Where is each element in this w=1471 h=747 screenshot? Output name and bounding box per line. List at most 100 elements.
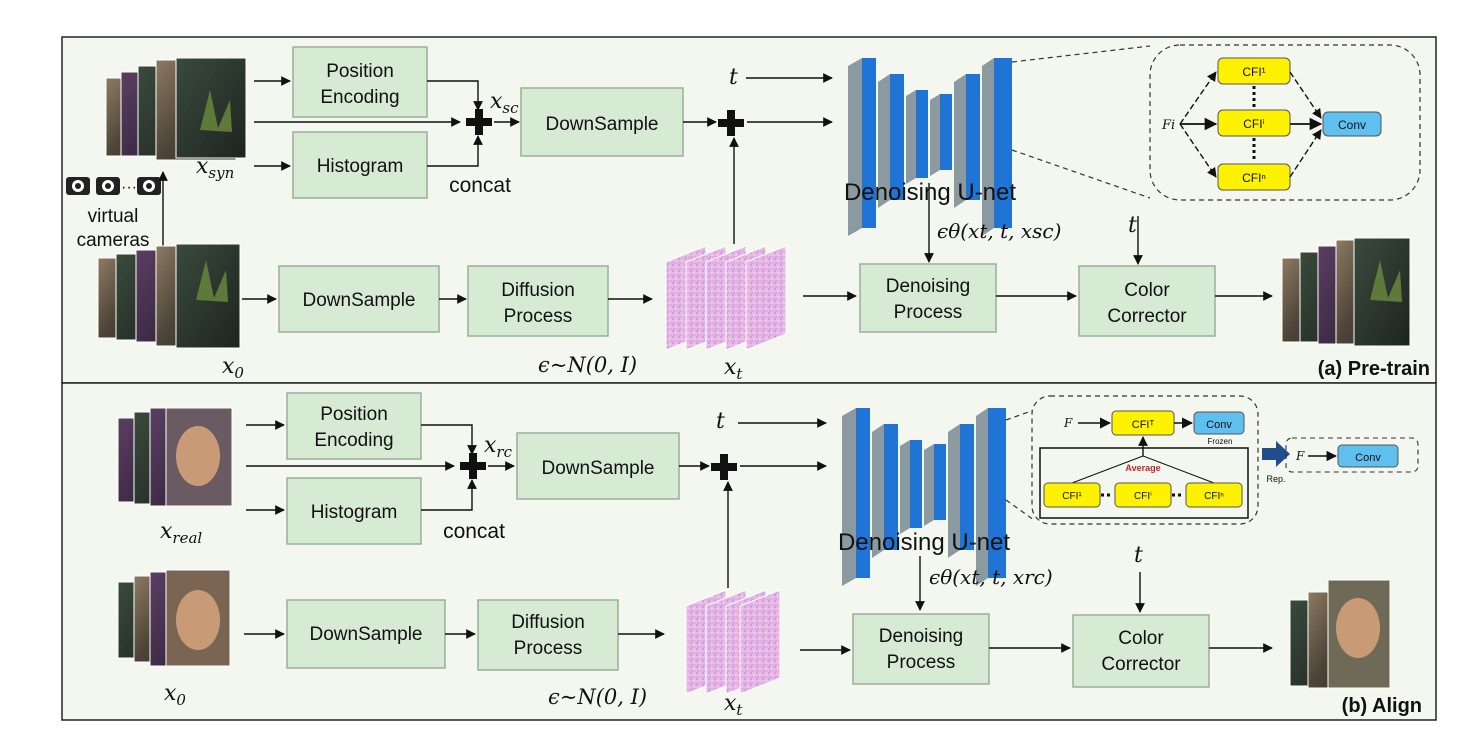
fi-label: Fi bbox=[1161, 118, 1175, 133]
align-panel-label: (b) Align bbox=[1342, 695, 1422, 717]
xt-sub: t bbox=[736, 365, 743, 383]
rep-conv-box bbox=[1337, 444, 1399, 468]
align-concat-label: concat bbox=[443, 520, 505, 543]
conv-label: Conv bbox=[1338, 118, 1366, 132]
camera-icon bbox=[66, 177, 90, 195]
synthetic-image-stack bbox=[105, 57, 247, 161]
rep-f-label: F bbox=[1295, 449, 1305, 463]
add-plus-icon bbox=[718, 110, 744, 136]
diffusion-line1: Diffusion bbox=[501, 280, 575, 301]
denoising-line1: Denoising bbox=[886, 276, 971, 297]
align-color-line2: Corrector bbox=[1101, 654, 1181, 675]
add-plus-icon-align bbox=[711, 454, 737, 480]
svg-text:x0: x0 bbox=[222, 354, 244, 382]
x-syn-sub: syn bbox=[208, 164, 234, 182]
align-xt-sub: t bbox=[736, 701, 743, 719]
conv-box-frozen bbox=[1193, 411, 1245, 435]
svg-text:xsyn: xsyn bbox=[196, 154, 234, 182]
align-noisy-stack bbox=[685, 589, 781, 695]
pretrain-panel: ··· virtual cameras xsyn Position Encodi… bbox=[61, 36, 1437, 384]
cfi1-box bbox=[1217, 57, 1291, 85]
concat-plus-icon-align bbox=[460, 453, 486, 479]
align-output-stack bbox=[1289, 579, 1391, 689]
epsilon-theta-label: ϵθ(xt, t, xsc) bbox=[937, 219, 1061, 243]
align-diffusion-box bbox=[477, 599, 619, 671]
align-cfii-box bbox=[1114, 482, 1172, 508]
align-epsilon-theta: ϵθ(xt, t, xrc) bbox=[929, 565, 1053, 589]
denoising-line2: Process bbox=[894, 302, 963, 323]
svg-text:xsc: xsc bbox=[490, 89, 519, 117]
align-cfi1-box bbox=[1043, 482, 1101, 508]
rep-conv-label: Conv bbox=[1355, 452, 1381, 464]
align-denoising-box bbox=[852, 613, 990, 685]
x0-sub: 0 bbox=[234, 364, 244, 382]
align-position-line2: Encoding bbox=[314, 430, 393, 451]
downsample-top-label: DownSample bbox=[546, 114, 659, 135]
align-t-label-2: t bbox=[1134, 543, 1143, 568]
color-corrector-line1: Color bbox=[1124, 280, 1170, 301]
conv-box bbox=[1322, 111, 1382, 137]
camera-icon bbox=[96, 177, 120, 195]
position-encoding-line1: Position bbox=[326, 61, 394, 82]
svg-text:xreal: xreal bbox=[160, 519, 202, 547]
align-xt-label: x bbox=[724, 691, 737, 716]
align-downsample-top: DownSample bbox=[542, 458, 655, 479]
diffusion-process-box bbox=[467, 265, 609, 337]
epsilon-noise-label: ϵ∼N(0, I) bbox=[538, 353, 637, 377]
real-image-stack bbox=[117, 407, 233, 507]
align-cfin-box bbox=[1185, 482, 1243, 508]
histogram-box-align bbox=[286, 477, 422, 545]
align-diffusion-line2: Process bbox=[514, 638, 583, 659]
align-diffusion-line1: Diffusion bbox=[511, 612, 585, 633]
downsample-box-top-align bbox=[516, 432, 680, 500]
x-syn-label: x bbox=[196, 154, 209, 179]
t-label-2: t bbox=[1128, 213, 1137, 238]
rep-arrow-icon bbox=[1262, 441, 1290, 467]
align-cfi1-label: CFI¹ bbox=[1062, 491, 1082, 502]
align-position-line1: Position bbox=[320, 404, 388, 425]
t-label-1: t bbox=[729, 65, 738, 90]
x-rc-sub: rc bbox=[496, 443, 512, 461]
align-downsample-bottom: DownSample bbox=[310, 624, 423, 645]
concat-label: concat bbox=[449, 174, 511, 197]
align-denoising-line1: Denoising bbox=[879, 626, 964, 647]
align-t-label-1: t bbox=[716, 409, 725, 434]
svg-text:xt: xt bbox=[724, 355, 743, 383]
align-denoising-line2: Process bbox=[887, 652, 956, 673]
x0-label: x bbox=[222, 354, 235, 379]
unet-label-align: Denoising U-net bbox=[838, 529, 1010, 556]
inset-f-label: F bbox=[1063, 416, 1073, 430]
camera-dots: ··· bbox=[121, 179, 137, 196]
virtual-cameras-line1: virtual bbox=[88, 206, 139, 227]
position-encoding-box-align bbox=[286, 392, 422, 460]
align-x0-sub: 0 bbox=[176, 691, 186, 709]
diffusion-line2: Process bbox=[504, 306, 573, 327]
virtual-camera-icons: ··· bbox=[66, 177, 161, 196]
cfii-label: CFIⁱ bbox=[1243, 117, 1264, 131]
histogram-label: Histogram bbox=[317, 156, 404, 177]
color-corrector-box bbox=[1078, 265, 1216, 337]
cfin-label: CFIⁿ bbox=[1242, 171, 1266, 185]
frozen-label: Frozen bbox=[1208, 437, 1233, 446]
align-color-line1: Color bbox=[1118, 628, 1164, 649]
xt-label: x bbox=[724, 355, 737, 380]
x-sc-label: x bbox=[490, 89, 503, 114]
color-corrector-line2: Corrector bbox=[1107, 306, 1187, 327]
align-cfii-label: CFIⁱ bbox=[1134, 491, 1152, 502]
cfii-box bbox=[1217, 109, 1291, 137]
align-color-corrector-box bbox=[1072, 614, 1210, 688]
reparam-result-box bbox=[1285, 437, 1419, 473]
average-label: Average bbox=[1125, 463, 1160, 473]
align-x0-label: x bbox=[164, 681, 177, 706]
output-image-stack bbox=[1281, 237, 1411, 347]
unet-icon-align bbox=[842, 408, 1006, 586]
downsample-bottom-label: DownSample bbox=[303, 290, 416, 311]
x-sc-sub: sc bbox=[502, 99, 519, 117]
downsample-box-bottom-align bbox=[286, 599, 446, 669]
pretrain-panel-label: (a) Pre-train bbox=[1318, 358, 1430, 380]
position-encoding-box bbox=[292, 46, 428, 118]
downsample-box-bottom bbox=[278, 265, 440, 333]
cfit-label: CFIᵀ bbox=[1132, 419, 1155, 431]
downsample-box-top bbox=[520, 87, 684, 157]
